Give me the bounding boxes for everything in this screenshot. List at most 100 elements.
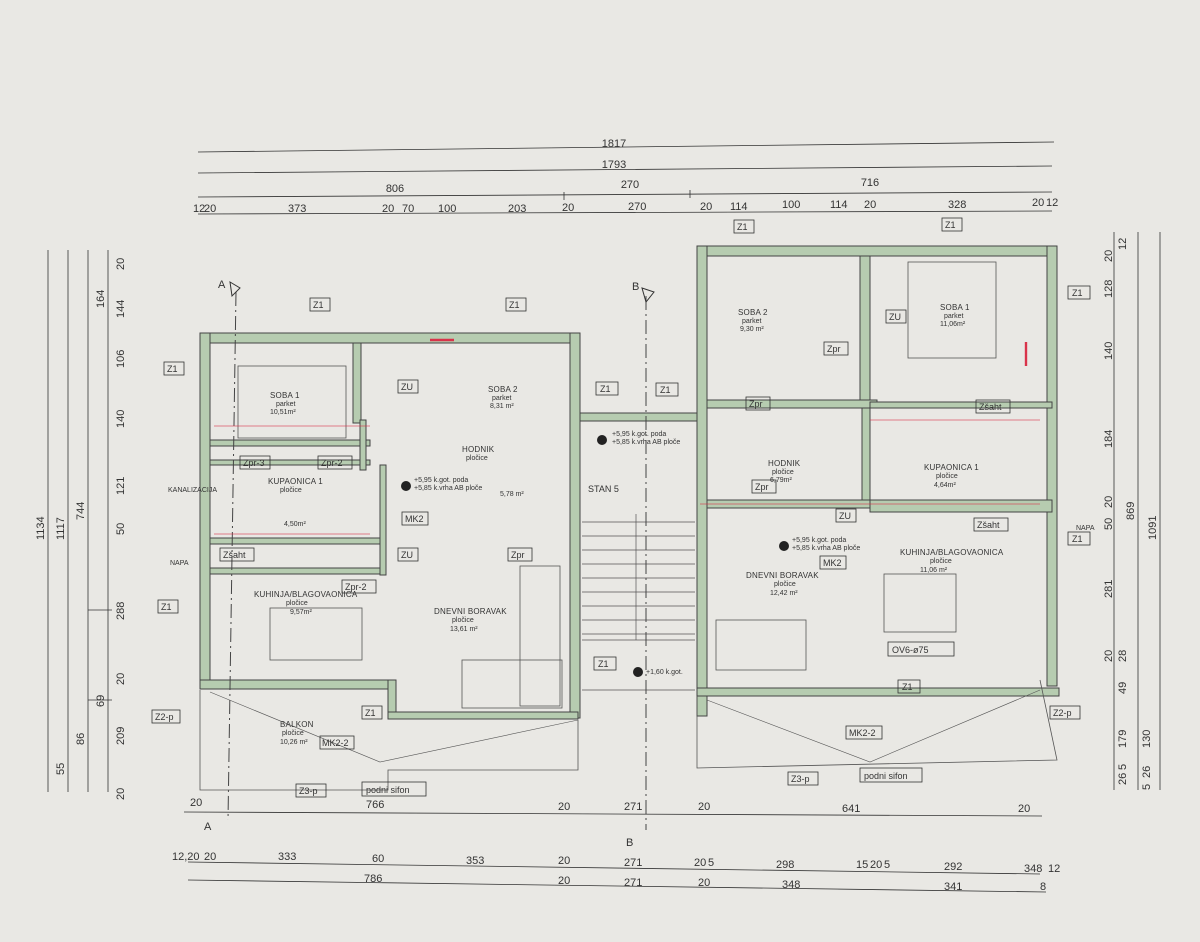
right-dimension-texts: 1091 869 20 12 128 140 184 20 50 281 20 … xyxy=(1103,238,1159,790)
dim-r0: 1091 xyxy=(1147,516,1159,540)
red-marks xyxy=(214,338,1040,535)
dim-l1: 1117 xyxy=(55,517,67,540)
dim-b2-5: 20 xyxy=(558,855,570,867)
tag-zpr2-a: Zpr-2 xyxy=(321,458,343,468)
tag-sifon-a: podni sifon xyxy=(366,785,410,795)
tag-zpr-c: Zpr xyxy=(511,550,525,560)
dim-r14: 130 xyxy=(1141,730,1153,748)
tag-mk2-b: MK2 xyxy=(823,558,842,568)
room-right-kupaonica-name: KUPAONICA 1 xyxy=(924,463,979,472)
tag-zu-c: ZU xyxy=(889,312,901,322)
tag-z3p-a: Z3-p xyxy=(299,786,318,796)
tag-zpr-a: Zpr xyxy=(827,344,841,354)
section-lines xyxy=(227,291,647,830)
tag-z1-k: Z1 xyxy=(1072,288,1083,298)
dim-r1: 869 xyxy=(1125,502,1137,520)
level-left-got: +5,95 k.got. poda xyxy=(414,477,468,484)
room-left-kuhinja-area: 9,57m² xyxy=(290,609,312,616)
bottom-dimension-lines xyxy=(183,811,1047,893)
dim-b2-8: 5 xyxy=(708,857,714,869)
dim-l8: 144 xyxy=(115,300,127,318)
dim-t3: 20 xyxy=(382,203,394,215)
stair-label: STAN 5 xyxy=(588,484,619,494)
room-right-soba2-name: SOBA 2 xyxy=(738,308,768,317)
tag-sifon-b: podni sifon xyxy=(864,771,908,781)
tag-z1-j: Z1 xyxy=(945,220,956,230)
dim-r10: 20 xyxy=(1103,650,1115,662)
dim-b3-1: 20 xyxy=(558,875,570,887)
tag-zu-d: ZU xyxy=(839,511,851,521)
sofa-left xyxy=(461,659,563,709)
dim-l5: 69 xyxy=(95,695,107,707)
dim-r4: 128 xyxy=(1103,280,1115,298)
dim-r8: 50 xyxy=(1103,518,1115,530)
sofa-right xyxy=(715,619,807,671)
dim-l9: 106 xyxy=(115,350,127,368)
dim-b2-1: 20 xyxy=(204,851,216,863)
dim-b2-15: 12 xyxy=(1048,863,1060,875)
dim-r3: 12 xyxy=(1117,238,1129,250)
bottom-dimension-texts: 20 766 20 271 20 641 20 12,20 20 333 60 … xyxy=(172,797,1060,893)
dim-r2: 20 xyxy=(1103,250,1115,262)
dining-table-left xyxy=(269,607,363,661)
tag-zsaht-a: Zšaht xyxy=(223,550,246,560)
dining-table-right xyxy=(883,573,957,633)
tag-z1-m: Z1 xyxy=(902,682,913,692)
dim-l6: 164 xyxy=(95,290,107,308)
left-unit: SOBA 1 parket 10,51m² SOBA 2 parket 8,31… xyxy=(199,365,579,791)
tag-z1-l: Z1 xyxy=(1072,534,1083,544)
dim-b2-13: 292 xyxy=(944,861,962,873)
tag-z3p-b: Z3-p xyxy=(791,774,810,784)
room-left-kupaonica-name: KUPAONICA 1 xyxy=(268,477,323,486)
room-left-hodnik-name: HODNIK xyxy=(462,445,495,454)
room-right-hodnik-name: HODNIK xyxy=(768,459,801,468)
room-left-soba2-name: SOBA 2 xyxy=(488,385,518,394)
room-left-soba1-floor: parket xyxy=(276,401,296,408)
balcony-slope-right xyxy=(706,689,1041,763)
balcony-slope-left xyxy=(209,691,579,763)
level-right-ab: +5,85 k.vrha AB ploče xyxy=(792,545,860,552)
tag-zpr3: Zpr-3 xyxy=(243,458,265,468)
dim-b2-6: 271 xyxy=(624,857,642,869)
left-dimension-texts: 1134 1117 744 55 86 69 164 20 144 106 14… xyxy=(35,258,127,800)
balcony-outline-left xyxy=(199,690,579,791)
dim-b2-12: 5 xyxy=(884,859,890,871)
dim-r15: 5 xyxy=(1117,764,1129,770)
tag-labels: Z1 Z1 Z1 Z1 Z1 Z1 Z1 Z1 Z1 Z1 Z1 Z1 Z1 Z… xyxy=(151,217,1095,798)
dim-t9: 20 xyxy=(700,201,712,213)
dim-r11: 28 xyxy=(1117,650,1129,662)
sofa-back-left xyxy=(519,565,561,707)
section-b-top: B xyxy=(632,281,639,293)
dim-b1-0: 20 xyxy=(190,797,202,809)
tag-z1-e: Z1 xyxy=(660,385,671,395)
tag-zu-a: ZU xyxy=(401,382,413,392)
side-dimension-lines xyxy=(47,232,1161,792)
dim-overall: 1817 xyxy=(602,138,626,150)
room-right-hodnik-area: 6,79m² xyxy=(770,477,792,484)
dim-t10: 114 xyxy=(730,201,748,213)
room-left-kuhinja-floor: pločice xyxy=(286,600,308,607)
dim-r16: 26 xyxy=(1117,773,1129,785)
tag-napa-right: NAPA xyxy=(1076,525,1095,532)
tag-zpr-d: Zpr xyxy=(755,482,769,492)
room-left-dnevni-area: 13,61 m² xyxy=(450,626,478,633)
room-left-kupaonica-floor: pločice xyxy=(280,487,302,494)
dim-l16: 20 xyxy=(115,788,127,800)
room-left-soba1-name: SOBA 1 xyxy=(270,391,300,400)
room-left-kupaonica-area: 4,50m² xyxy=(284,521,306,528)
dim-b2-0: 12,20 xyxy=(172,851,200,863)
dim-l3: 55 xyxy=(55,763,67,775)
room-right-kuhinja-floor: pločice xyxy=(930,558,952,565)
dim-b2-10: 15 xyxy=(856,859,868,871)
room-right-soba2-area: 9,30 m² xyxy=(740,326,764,333)
dim-t0: 12 xyxy=(193,203,205,215)
dim-b2-3: 60 xyxy=(372,853,384,865)
tag-z2p-a: Z2-p xyxy=(155,712,174,722)
bed-right xyxy=(907,261,997,359)
room-left-dnevni-floor: pločice xyxy=(452,617,474,624)
dim-t8: 270 xyxy=(628,201,646,213)
room-right-hodnik-floor: pločice xyxy=(772,469,794,476)
tag-z1-f: Z1 xyxy=(161,602,172,612)
